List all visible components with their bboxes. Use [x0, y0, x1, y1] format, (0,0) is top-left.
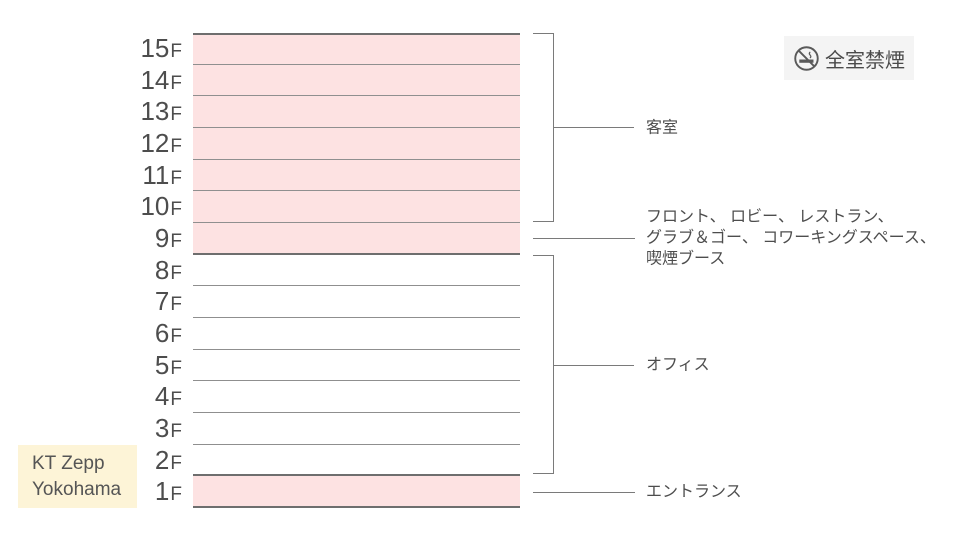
floor-row-11f: 11F	[130, 159, 520, 192]
guest-rooms-bracket	[533, 33, 554, 222]
floor-row-14f: 14F	[130, 64, 520, 97]
floor-label-12f: 12F	[140, 127, 182, 158]
floor-row-10f: 10F	[130, 191, 520, 223]
floor-row-4f: 4F	[130, 381, 520, 413]
floor9-label-line2: グラブ＆ゴー、 コワーキングスペース、	[646, 229, 936, 247]
floor-label-6f: 6F	[154, 317, 182, 348]
floor9-pointer-line	[533, 238, 635, 239]
floor-bar-5f	[193, 349, 520, 382]
floor9-label-line3: 喫煙ブース	[646, 250, 726, 268]
floor-bar-9f	[193, 222, 520, 255]
guest-rooms-pointer-line	[554, 127, 634, 128]
floor-row-5f: 5F	[130, 349, 520, 382]
floor-bar-14f	[193, 64, 520, 97]
floor-label-4f: 4F	[154, 381, 182, 412]
floor-label-7f: 7F	[154, 286, 182, 317]
floor-label-11f: 11F	[142, 159, 182, 190]
floor-bar-10f	[193, 191, 520, 223]
floor-bar-12f	[193, 127, 520, 160]
floor-bar-6f	[193, 317, 520, 350]
floor-bar-7f	[193, 286, 520, 318]
floor-label-13f: 13F	[140, 96, 182, 127]
floor-bar-3f	[193, 412, 520, 445]
floor-label-1f: 1F	[154, 476, 182, 507]
floor-row-8f: 8F	[130, 254, 520, 287]
office-bracket	[533, 255, 554, 474]
floor-row-7f: 7F	[130, 286, 520, 318]
floor-stack: 15F 14F 13F 12F 11F 10F 9F 8F	[130, 33, 520, 508]
floor-label-15f: 15F	[140, 33, 182, 63]
floor-bar-1f	[193, 476, 520, 508]
floor-label-5f: 5F	[154, 349, 182, 380]
floor-bar-4f	[193, 381, 520, 413]
floor-row-15f: 15F	[130, 33, 520, 65]
entrance-pointer-line	[533, 492, 635, 493]
floor-row-12f: 12F	[130, 127, 520, 160]
floor9-label: フロント、 ロビー、 レストラン、 グラブ＆ゴー、 コワーキングスペース、 喫煙…	[646, 207, 936, 270]
floor-row-13f: 13F	[130, 96, 520, 128]
floor-bar-15f	[193, 33, 520, 65]
venue-tag: KT Zepp Yokohama	[18, 445, 137, 508]
non-smoking-badge: 全室禁煙	[784, 36, 914, 80]
office-pointer-line	[554, 365, 634, 366]
floor-row-2f: 2F	[130, 444, 520, 477]
floor-row-6f: 6F	[130, 317, 520, 350]
no-smoking-icon	[793, 45, 820, 72]
floor-label-9f: 9F	[154, 222, 182, 253]
floor9-label-line1: フロント、 ロビー、 レストラン、	[646, 208, 894, 226]
floor-row-9f: 9F	[130, 222, 520, 255]
venue-name-line1: KT Zepp	[32, 453, 105, 474]
floor-bar-8f	[193, 254, 520, 287]
non-smoking-badge-label: 全室禁煙	[825, 49, 905, 72]
venue-name-line2: Yokohama	[32, 479, 122, 500]
floor-label-14f: 14F	[140, 64, 182, 95]
floor-row-1f: 1F	[130, 476, 520, 508]
office-label: オフィス	[646, 356, 710, 374]
floor-label-3f: 3F	[154, 412, 182, 443]
entrance-label: エントランス	[646, 483, 742, 501]
floor-bar-2f	[193, 444, 520, 477]
floor-bar-11f	[193, 159, 520, 192]
floor-label-10f: 10F	[140, 191, 182, 222]
guest-rooms-label: 客室	[646, 119, 679, 137]
floor-label-8f: 8F	[154, 254, 182, 285]
floor-label-2f: 2F	[154, 444, 182, 475]
floor-bar-13f	[193, 96, 520, 128]
floor-row-3f: 3F	[130, 412, 520, 445]
